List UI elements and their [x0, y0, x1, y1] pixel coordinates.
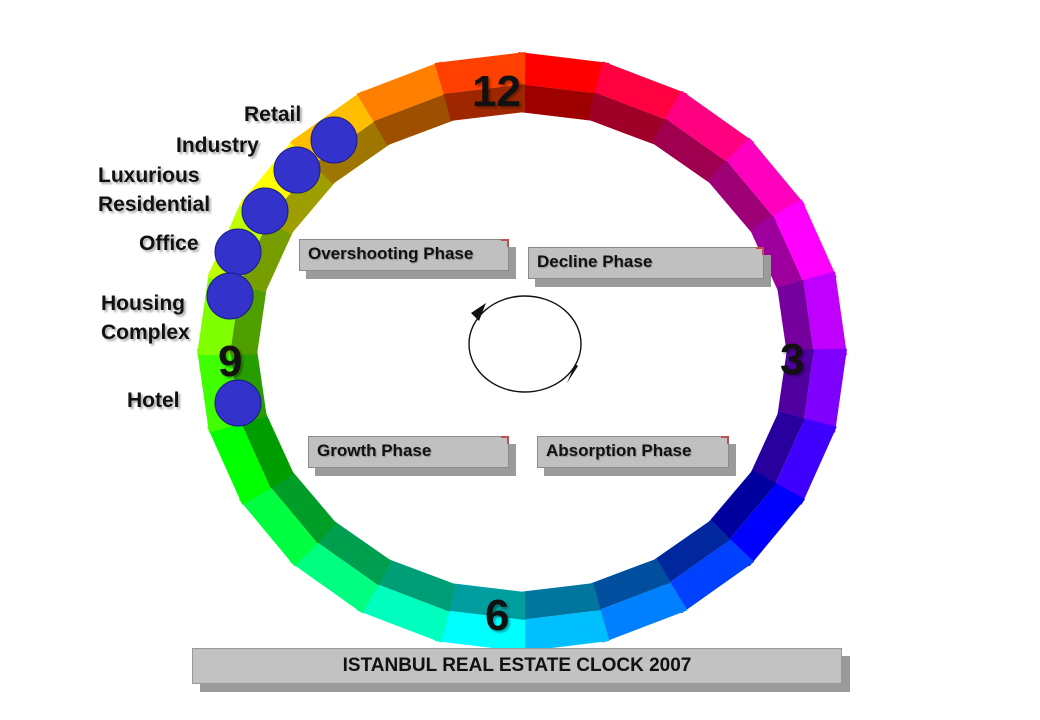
sector-label-residential: Residential: [98, 193, 211, 216]
sector-label-hotel: Hotel: [127, 389, 180, 412]
ring-segment-shade: [373, 92, 457, 146]
decline-phase-box: Decline Phase: [528, 247, 764, 279]
ring-segment-inner: [750, 215, 805, 293]
ring-segment-outer: [207, 418, 271, 505]
ring-segment-outer: [803, 348, 847, 433]
hour-6-label: 6: [485, 591, 510, 640]
sector-marker: [273, 146, 321, 194]
clock-ring: [197, 52, 847, 652]
sector-marker: [214, 228, 262, 276]
box-corner-mark: [501, 436, 509, 444]
ring-segment-shade: [443, 583, 526, 620]
sector-marker: [241, 187, 289, 235]
ring-segment-inner: [587, 92, 671, 146]
overshooting-phase-label: Overshooting Phase: [308, 244, 474, 263]
ring-segment-outer: [434, 52, 526, 94]
ring-segment-inner: [777, 279, 814, 355]
ring-segment-inner: [443, 583, 526, 620]
ring-segment-shade: [652, 118, 731, 185]
growth-phase-box: Growth Phase: [308, 436, 509, 468]
ring-segment-inner: [750, 411, 805, 489]
ring-segment-outer: [803, 271, 847, 356]
ring-segment-outer: [773, 199, 837, 286]
ring-segment-outer: [665, 539, 755, 614]
decline-phase-label: Decline Phase: [537, 252, 653, 271]
cycle-arrow-icon: [468, 295, 582, 393]
sector-marker: [206, 272, 254, 320]
sector-markers: [206, 116, 358, 427]
ring-segment-outer: [238, 483, 318, 567]
ring-segment-outer: [773, 418, 837, 505]
ring-segment-outer: [356, 582, 450, 643]
sector-label-retail: Retail: [244, 103, 302, 126]
ring-segment-outer: [356, 61, 450, 122]
ring-segment-shade: [518, 84, 601, 121]
ring-segment-inner: [707, 160, 777, 235]
ring-segment-shade: [587, 558, 671, 612]
ring-segment-shade: [443, 84, 526, 121]
sector-marker: [214, 379, 262, 427]
growth-phase-label: Growth Phase: [317, 441, 432, 460]
ring-segment-shade: [707, 160, 777, 235]
ring-segment-shade: [239, 215, 294, 293]
ring-segment-outer: [726, 483, 806, 567]
ring-segment-inner: [443, 84, 526, 121]
ring-segment-outer: [434, 610, 526, 652]
ring-segment-shade: [267, 469, 337, 544]
absorption-phase-label: Absorption Phase: [546, 441, 692, 460]
sector-label-complex: Complex: [101, 321, 190, 344]
ring-segment-shade: [518, 583, 601, 620]
ring-segment-outer: [518, 52, 610, 94]
box-corner-mark: [756, 247, 764, 255]
chart-title: ISTANBUL REAL ESTATE CLOCK 2007: [342, 655, 692, 676]
ring-segment-outer: [665, 90, 755, 165]
ring-segment-shade: [777, 279, 814, 355]
ring-segment-outer: [594, 582, 688, 643]
ring-segment-outer: [594, 61, 688, 122]
overshooting-phase-box: Overshooting Phase: [299, 239, 509, 271]
ring-segment-shade: [373, 558, 457, 612]
sector-label-luxurious: Luxurious: [98, 164, 200, 187]
ring-segment-inner: [313, 519, 392, 586]
ring-segment-inner: [518, 583, 601, 620]
chart-title-bar: ISTANBUL REAL ESTATE CLOCK 2007: [192, 648, 842, 684]
sector-marker: [310, 116, 358, 164]
sector-label-housing: Housing: [101, 292, 185, 315]
sector-label-office: Office: [139, 232, 199, 255]
ring-segment-inner: [373, 558, 457, 612]
ring-segment-inner: [373, 92, 457, 146]
ring-segment-inner: [518, 84, 601, 121]
box-corner-mark: [721, 436, 729, 444]
ring-segment-inner: [587, 558, 671, 612]
ring-segment-shade: [239, 411, 294, 489]
box-corner-mark: [501, 239, 509, 247]
ring-segment-inner: [707, 469, 777, 544]
ring-segment-shade: [313, 519, 392, 586]
absorption-phase-box: Absorption Phase: [537, 436, 729, 468]
hour-12-label: 12: [472, 67, 521, 116]
ring-segment-shade: [707, 469, 777, 544]
ring-segment-shade: [652, 519, 731, 586]
ring-segment-inner: [239, 411, 294, 489]
ring-segment-inner: [652, 519, 731, 586]
ring-segment-inner: [239, 215, 294, 293]
ring-segment-shade: [587, 92, 671, 146]
ring-segment-inner: [267, 469, 337, 544]
sector-label-industry: Industry: [176, 134, 259, 157]
ring-segment-inner: [777, 349, 814, 425]
ring-segment-inner: [652, 118, 731, 185]
ring-segment-outer: [518, 610, 610, 652]
ring-segment-shade: [750, 411, 805, 489]
ring-segment-shade: [777, 349, 814, 425]
ring-segment-outer: [289, 539, 379, 614]
hour-3-label: 3: [780, 335, 805, 384]
ring-segment-shade: [750, 215, 805, 293]
hour-9-label: 9: [218, 337, 243, 386]
ring-segment-outer: [726, 137, 806, 221]
